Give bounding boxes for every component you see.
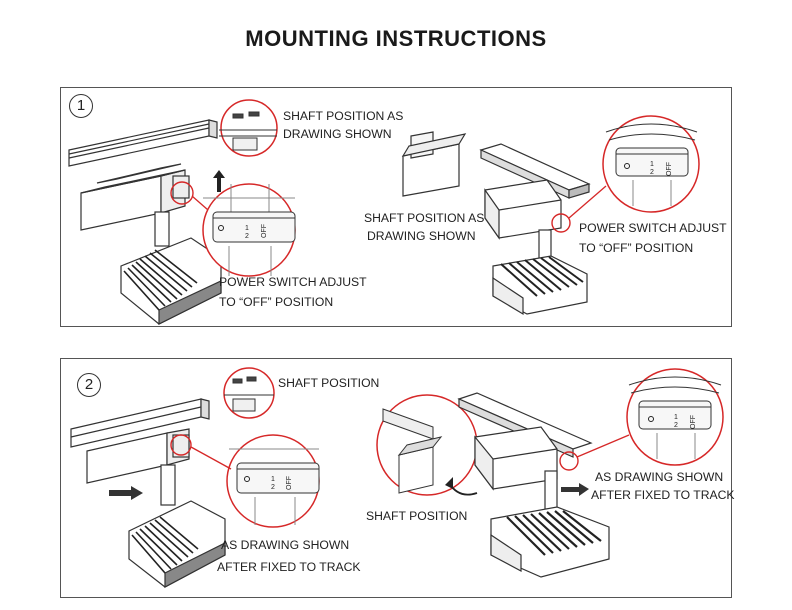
step-1-illustration: 1 2 OFF (68, 99, 700, 325)
dial-mark-off-right: OFF (666, 162, 673, 176)
label-as-drawing-right: AS DRAWING SHOWN (595, 470, 724, 484)
switch-magnifier-right (576, 368, 724, 466)
label-shaft-drawing-2: DRAWING SHOWN (367, 229, 476, 243)
lamp-head-right (492, 229, 588, 316)
label-shaft-position-bottom: SHAFT POSITION (366, 509, 468, 523)
label-after-fixed-right: AFTER FIXED TO TRACK (591, 488, 735, 502)
label-shaft-drawing-1: SHAFT POSITION AS (364, 211, 485, 225)
switch-magnifier (191, 183, 296, 277)
right-arrow-icon (109, 486, 143, 500)
dial-mark-off-right: OFF (690, 415, 697, 429)
shaft (160, 434, 190, 506)
dial-mark-1-right: 1 (674, 414, 678, 421)
shaft-detail (401, 131, 467, 197)
shaft-detail-magnifier (376, 394, 478, 496)
label-shaft-position: SHAFT POSITION (278, 376, 380, 390)
dial-mark-off: OFF (261, 224, 268, 238)
lamp-head (120, 237, 222, 325)
label-after-fixed: AFTER FIXED TO TRACK (217, 560, 361, 574)
label-power-switch-2: TO “OFF” POSITION (219, 295, 334, 309)
track-rail (70, 398, 210, 448)
step-number-badge: 2 (77, 373, 101, 397)
dial-mark-1: 1 (271, 476, 275, 483)
page-title: MOUNTING INSTRUCTIONS (245, 26, 547, 51)
dial-mark-2: 2 (245, 233, 249, 240)
track-adapter-right (474, 426, 558, 491)
step-number-badge: 1 (69, 94, 93, 118)
label-shaft-position-1: SHAFT POSITION AS (283, 109, 404, 123)
shaft (154, 175, 190, 247)
label-power-switch-right-1: POWER SWITCH ADJUST (579, 221, 727, 235)
dial-mark-off: OFF (286, 476, 293, 490)
shaft-magnifier (223, 367, 275, 419)
switch-magnifier (190, 434, 320, 528)
dial-mark-1-right: 1 (650, 161, 654, 168)
lamp-head (128, 500, 226, 588)
dial-mark-2-right: 2 (650, 169, 654, 176)
dial-mark-2-right: 2 (674, 422, 678, 429)
right-arrow-icon-2 (561, 483, 589, 496)
switch-magnifier-right (568, 115, 700, 219)
step-2-panel: 2 (60, 358, 735, 598)
track-rail (68, 119, 218, 167)
label-power-switch-right-2: TO “OFF” POSITION (579, 241, 694, 255)
label-shaft-position-2: DRAWING SHOWN (283, 127, 392, 141)
lamp-head-right (490, 470, 610, 578)
label-as-drawing: AS DRAWING SHOWN (221, 538, 350, 552)
dial-mark-1: 1 (245, 225, 249, 232)
label-power-switch-1: POWER SWITCH ADJUST (219, 275, 367, 289)
dial-mark-2: 2 (271, 484, 275, 491)
step-2-illustration: 1 2 OFF (70, 367, 724, 588)
step-1-panel: 1 (60, 87, 732, 327)
track-adapter-right (484, 179, 562, 240)
shaft-magnifier (219, 99, 278, 157)
up-arrow-icon (213, 170, 225, 192)
